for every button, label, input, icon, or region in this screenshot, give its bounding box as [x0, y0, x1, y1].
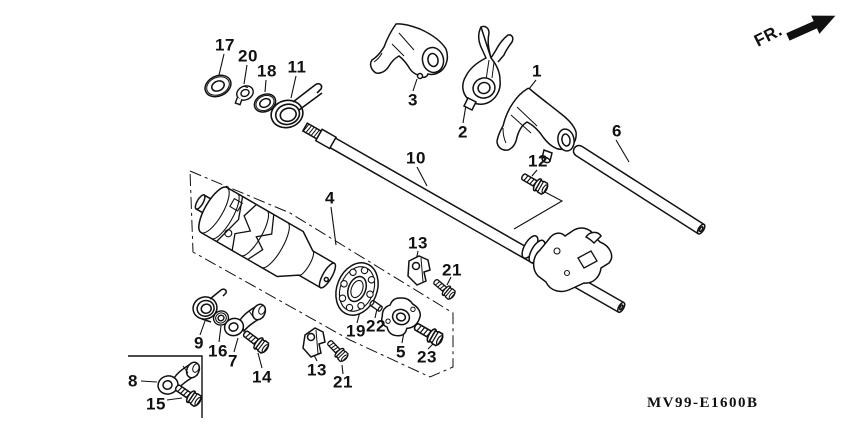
bolt-21-lower	[324, 337, 351, 364]
part-label-17: 17	[215, 35, 235, 55]
part-label-6: 6	[612, 121, 622, 141]
part-label-9: 9	[194, 333, 204, 353]
part-label-16: 16	[208, 341, 228, 361]
gearshift-drum	[194, 186, 337, 289]
stopper-bolt-12	[518, 169, 551, 197]
part-label-7: 7	[228, 351, 238, 371]
fr-direction-indicator: FR.	[746, 2, 850, 60]
bolt-15	[171, 380, 205, 409]
bolt-21-upper	[430, 275, 458, 302]
diagram-code: MV99-E1600B	[647, 395, 759, 411]
torsion-spring-large	[270, 82, 323, 129]
part-label-19: 19	[346, 321, 366, 341]
lock-clip-20	[234, 85, 254, 106]
fr-arrow-icon	[786, 15, 836, 41]
part-label-18: 18	[257, 61, 277, 81]
spindle-bracket	[521, 227, 613, 293]
part-label-1: 1	[532, 61, 542, 81]
part-label-14: 14	[252, 367, 272, 387]
part-label-21-lower: 21	[333, 372, 353, 392]
stopper-plate-upper	[407, 255, 431, 286]
part-label-8: 8	[128, 371, 138, 391]
stopper-plate-lower	[302, 327, 326, 358]
fork-shaft-long	[301, 122, 626, 314]
part-label-23: 23	[417, 347, 437, 367]
part-label-2: 2	[458, 122, 468, 142]
part-label-10: 10	[406, 148, 426, 168]
shift-fork-center	[462, 25, 514, 112]
shift-fork-right	[496, 87, 577, 164]
part-label-15: 15	[146, 394, 166, 414]
part-label-22: 22	[366, 316, 386, 336]
part-label-12: 12	[528, 151, 548, 171]
part-label-5: 5	[396, 342, 406, 362]
bolt-23	[410, 318, 446, 349]
stopper-arm-7	[223, 303, 267, 337]
stopper-arm-8	[157, 361, 201, 395]
drum-center-cam	[380, 297, 422, 337]
shift-fork-left	[369, 23, 449, 80]
washer-17	[204, 74, 232, 98]
part-label-3: 3	[408, 90, 418, 110]
washer-18	[253, 93, 277, 113]
part-label-4: 4	[325, 188, 335, 208]
ball-bearing	[335, 262, 379, 316]
torsion-spring-small	[192, 288, 227, 323]
part-label-13-lower: 13	[307, 360, 327, 380]
dowel-pin	[369, 299, 383, 312]
washer-16	[212, 310, 230, 326]
part-label-13-upper: 13	[408, 233, 428, 253]
phantom-boundary-line	[189, 170, 454, 378]
part-label-11: 11	[287, 57, 307, 77]
part-label-21-upper: 21	[442, 260, 462, 280]
detail-box	[128, 355, 203, 418]
bolt-14	[239, 326, 272, 356]
part-label-20: 20	[238, 46, 258, 66]
fork-shaft-short	[572, 144, 706, 235]
